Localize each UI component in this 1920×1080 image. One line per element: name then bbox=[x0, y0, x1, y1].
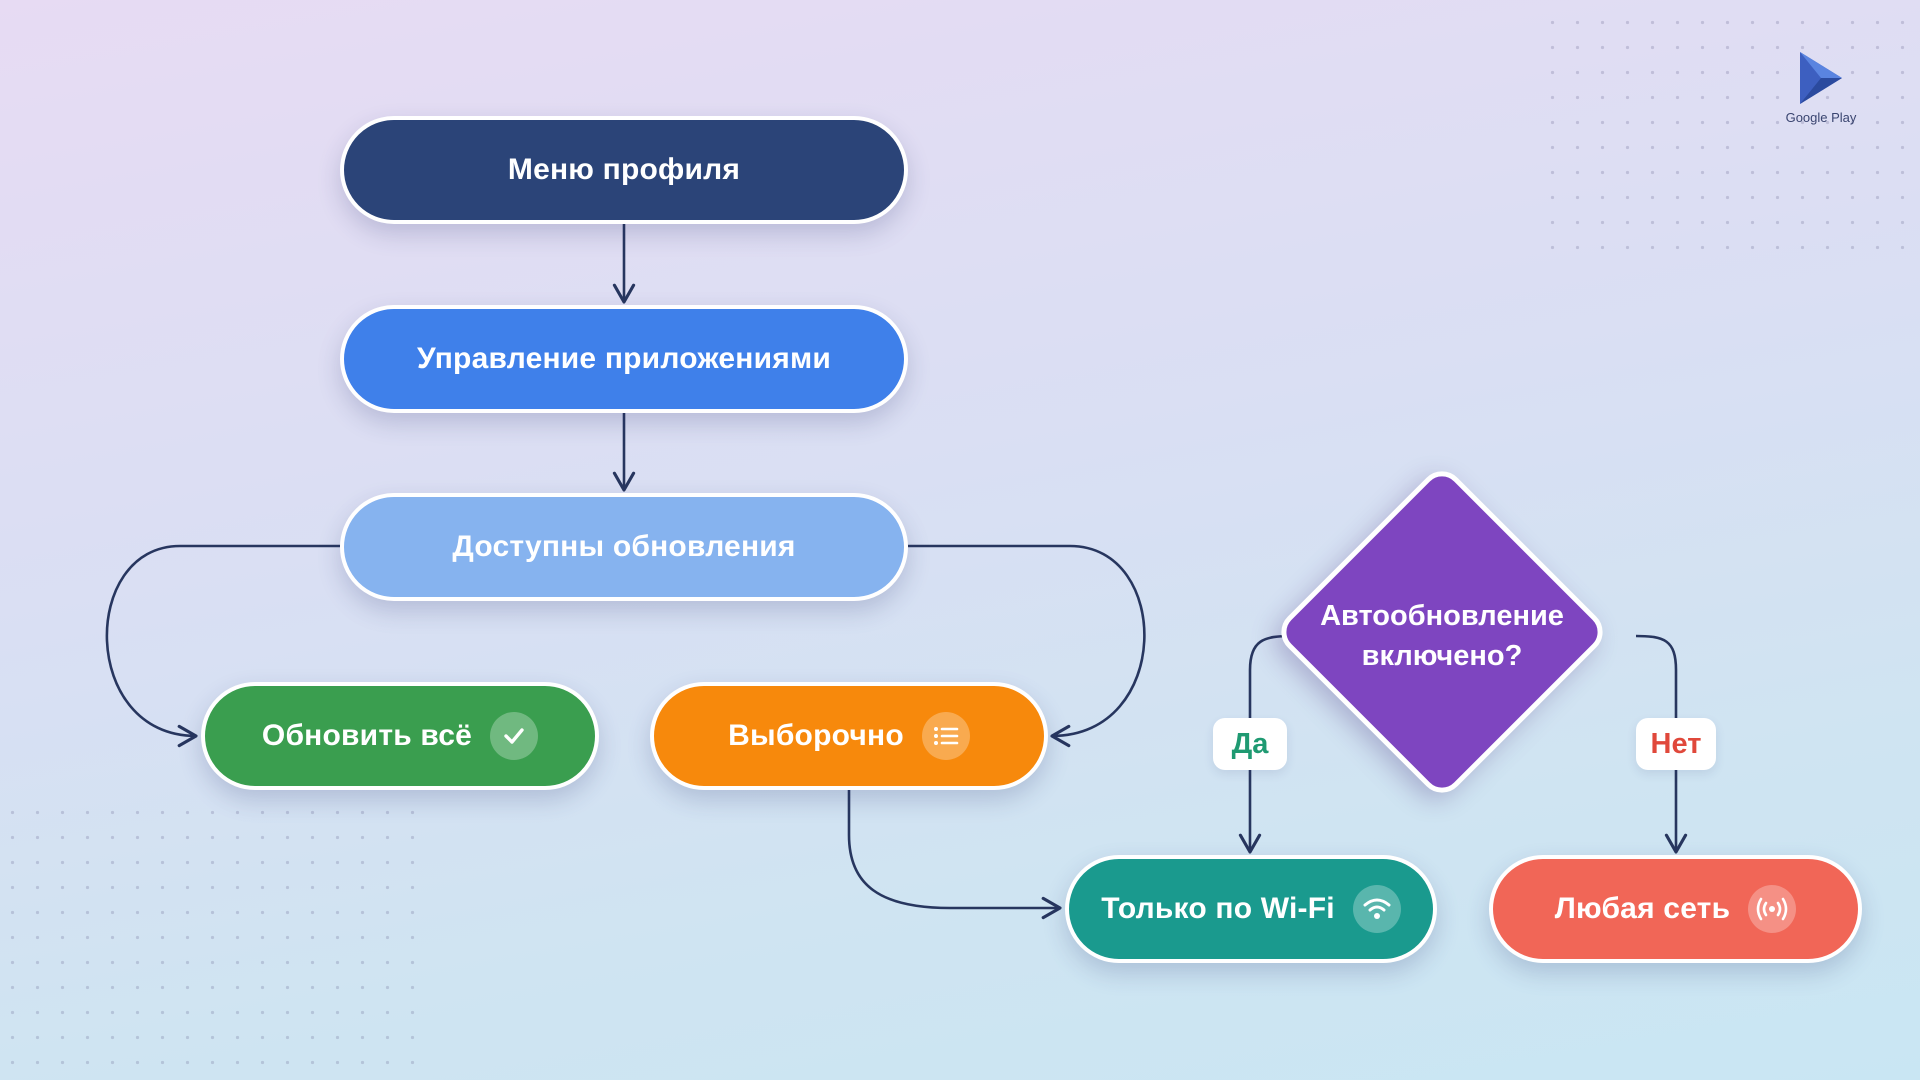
updates-available-label: Доступны обновления bbox=[452, 530, 796, 563]
profile-menu-node: Меню профиля bbox=[340, 116, 908, 224]
arrow-decision-no bbox=[1635, 634, 1688, 854]
updates-available-node: Доступны обновления bbox=[340, 493, 908, 601]
play-triangle-icon bbox=[1800, 52, 1842, 104]
selective-label: Выборочно bbox=[728, 719, 904, 752]
decision-line-2: включено? bbox=[1361, 640, 1523, 672]
arrow-updates-to-selective bbox=[908, 544, 1146, 748]
arrow-updates-to-update-all bbox=[105, 544, 340, 748]
any-network-label: Любая сеть bbox=[1554, 892, 1731, 925]
selective-node: Выборочно bbox=[650, 682, 1048, 790]
google-play-logo: Google Play bbox=[1776, 50, 1866, 130]
check-icon bbox=[490, 712, 539, 760]
autoupdate-decision-text: Автообновление включено? bbox=[1292, 596, 1592, 676]
arrow-selective-to-wifi bbox=[847, 790, 1062, 920]
any-network-node: Любая сеть bbox=[1489, 855, 1862, 963]
logo-text: Google Play bbox=[1785, 110, 1857, 125]
manage-apps-node: Управление приложениями bbox=[340, 305, 908, 413]
broadcast-icon bbox=[1748, 885, 1797, 933]
wifi-only-label: Только по Wi-Fi bbox=[1101, 892, 1335, 925]
list-icon bbox=[921, 712, 970, 760]
wifi-only-node: Только по Wi-Fi bbox=[1065, 855, 1437, 963]
update-all-label: Обновить всё bbox=[261, 719, 473, 752]
manage-apps-label: Управление приложениями bbox=[417, 342, 831, 375]
yes-label: Да bbox=[1213, 718, 1287, 770]
wifi-icon bbox=[1352, 885, 1401, 933]
no-label: Нет bbox=[1636, 718, 1716, 770]
update-all-node: Обновить всё bbox=[201, 682, 599, 790]
decision-line-1: Автообновление bbox=[1320, 600, 1564, 632]
profile-menu-label: Меню профиля bbox=[507, 153, 741, 186]
